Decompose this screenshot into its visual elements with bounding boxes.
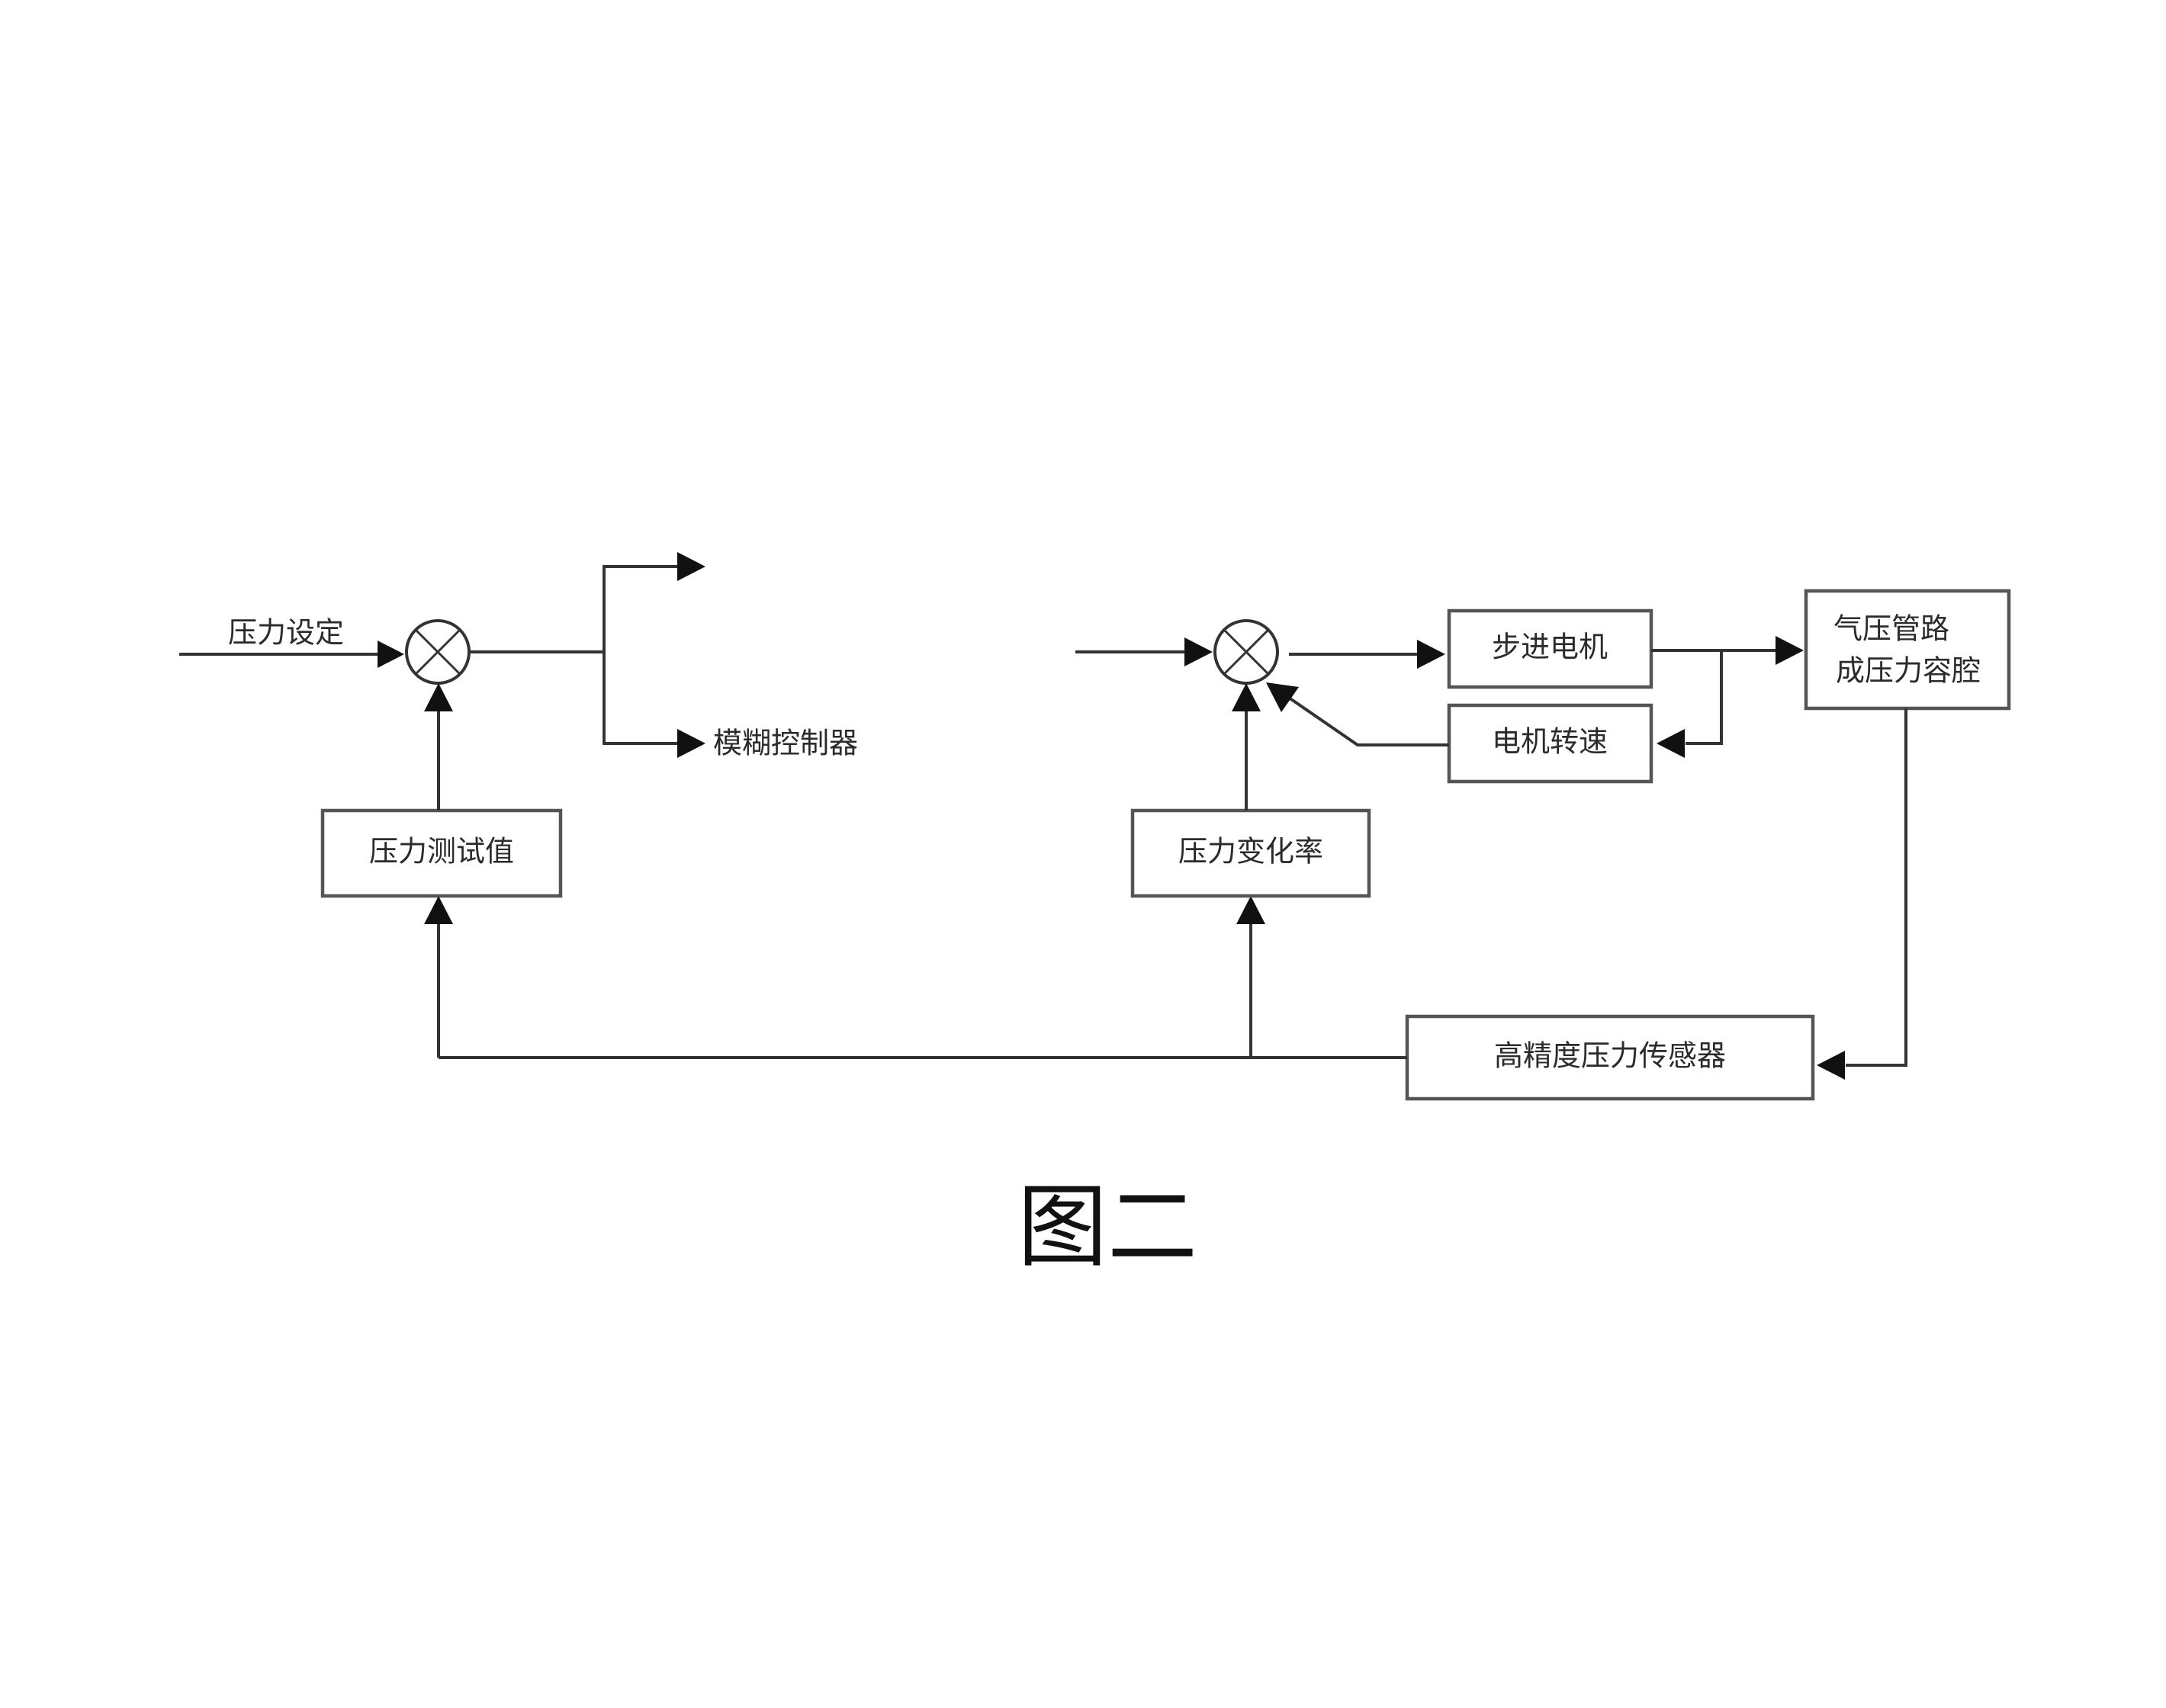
- pressure-sensor-box: [1405, 1014, 1815, 1101]
- sensor-input-arrowhead: [1817, 1051, 1845, 1080]
- branch-up-arrowhead: [677, 552, 705, 581]
- fuzzy-controller-arrowhead: [677, 729, 705, 758]
- pressure-test-value-label: 压力测试值: [369, 835, 514, 868]
- setpoint-arrowhead: [378, 640, 404, 668]
- summing-junction-2: [1213, 619, 1279, 685]
- stepper-motor-label: 步进电机: [1492, 631, 1608, 664]
- change-rate-arrowhead: [1232, 683, 1261, 711]
- chamber-to-sensor-line: [1846, 708, 1907, 1067]
- chamber-label-line1: 气压管路: [1833, 612, 1949, 646]
- feedback-to-change-rate-arrowhead: [1236, 896, 1265, 924]
- to-chamber-arrowhead: [1776, 636, 1804, 665]
- figure-caption: 图二: [1017, 1174, 1197, 1279]
- motor-speed-arrowhead: [1657, 729, 1685, 758]
- pressure-setpoint-label: 压力设定: [228, 616, 344, 650]
- pressure-chamber-box: [1804, 589, 2011, 711]
- to-stepper-arrowhead: [1417, 640, 1445, 669]
- motor-speed-feedback-arrowhead: [1266, 682, 1299, 712]
- pressure-sensor-label: 高精度压力传感器: [1494, 1039, 1726, 1073]
- motor-speed-label: 电机转速: [1492, 725, 1608, 759]
- motor-speed-box: [1447, 703, 1653, 784]
- motor-speed-branch-line: [1686, 650, 1723, 745]
- feedback-to-test-value-arrowhead: [424, 896, 453, 924]
- rate-input-arrowhead: [1184, 637, 1213, 666]
- pressure-change-rate-box: [1130, 808, 1371, 898]
- branch-down-line: [603, 652, 679, 745]
- pressure-test-value-box: [320, 808, 563, 898]
- motor-speed-feedback-line: [1287, 696, 1449, 746]
- pressure-change-rate-label: 压力变化率: [1178, 835, 1323, 868]
- test-value-arrowhead: [424, 683, 453, 711]
- summing-junction-1: [405, 619, 471, 685]
- branch-up-line: [603, 565, 679, 652]
- fuzzy-controller-label: 模糊控制器: [713, 727, 858, 760]
- chamber-label-line2: 成压力容腔: [1836, 654, 1981, 688]
